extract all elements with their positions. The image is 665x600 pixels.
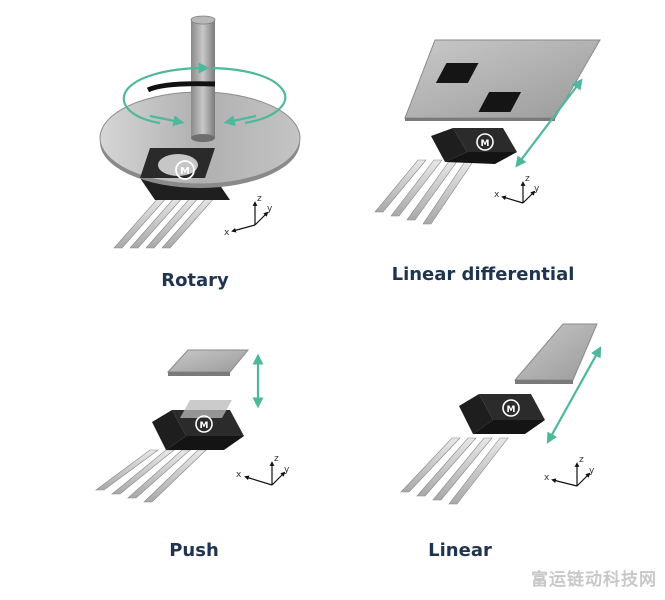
svg-text:y: y — [284, 465, 290, 475]
magnet-plate — [513, 323, 598, 381]
svg-text:x: x — [494, 190, 500, 200]
svg-text:M: M — [481, 139, 490, 149]
caption-rotary: Rotary — [161, 270, 229, 291]
chip-leads — [374, 159, 475, 225]
caption-push: Push — [169, 540, 219, 561]
watermark: 富运链动科技网 — [531, 570, 657, 590]
svg-text:M: M — [507, 405, 516, 415]
svg-text:y: y — [267, 204, 273, 214]
caption-linear: Linear — [428, 540, 492, 561]
svg-text:z: z — [525, 174, 530, 184]
svg-text:x: x — [544, 473, 550, 483]
push-panel: M z x y Push — [0, 300, 330, 596]
rotation-arrow-icon — [122, 62, 287, 127]
chip-logo-icon: M — [502, 399, 520, 417]
rotation-shaft — [191, 20, 215, 138]
axis-triad-icon: z x y — [224, 194, 273, 238]
chip-body — [152, 400, 244, 450]
double-arrow-icon — [546, 346, 602, 444]
push-illustration: M z x y — [95, 349, 290, 503]
axis-triad-icon: z x y — [236, 454, 290, 486]
double-arrow-icon — [515, 78, 583, 168]
linear-differential-illustration: M z x y — [374, 39, 601, 225]
svg-text:z: z — [257, 194, 262, 204]
chip-body — [459, 394, 545, 434]
chip-body — [431, 128, 517, 164]
magnet-plate — [166, 349, 250, 373]
axis-triad-icon: z x y — [544, 455, 595, 487]
linear-panel: M z x y Linear — [335, 300, 665, 596]
axis-triad-icon: z x y — [494, 174, 540, 204]
chip-logo-icon: M — [175, 160, 195, 180]
svg-text:M: M — [180, 166, 190, 177]
svg-text:M: M — [200, 421, 209, 431]
svg-text:z: z — [579, 455, 584, 465]
linear-illustration: M z x y — [400, 323, 602, 505]
rotary-panel: M z x y Rotary — [0, 0, 330, 300]
chip-leads — [113, 195, 217, 249]
linear-differential-panel: M z x y Linear differential — [335, 0, 665, 300]
chip-logo-icon: M — [195, 415, 213, 433]
svg-text:z: z — [274, 454, 279, 464]
chip-leads — [95, 449, 207, 503]
rotary-illustration: M z x y — [99, 15, 301, 249]
caption-linear-differential: Linear differential — [391, 264, 575, 285]
chip-logo-icon: M — [476, 133, 494, 151]
svg-text:y: y — [534, 184, 540, 194]
chip-leads — [400, 437, 509, 505]
svg-text:y: y — [589, 466, 595, 476]
svg-text:x: x — [224, 228, 230, 238]
svg-text:x: x — [236, 470, 242, 480]
